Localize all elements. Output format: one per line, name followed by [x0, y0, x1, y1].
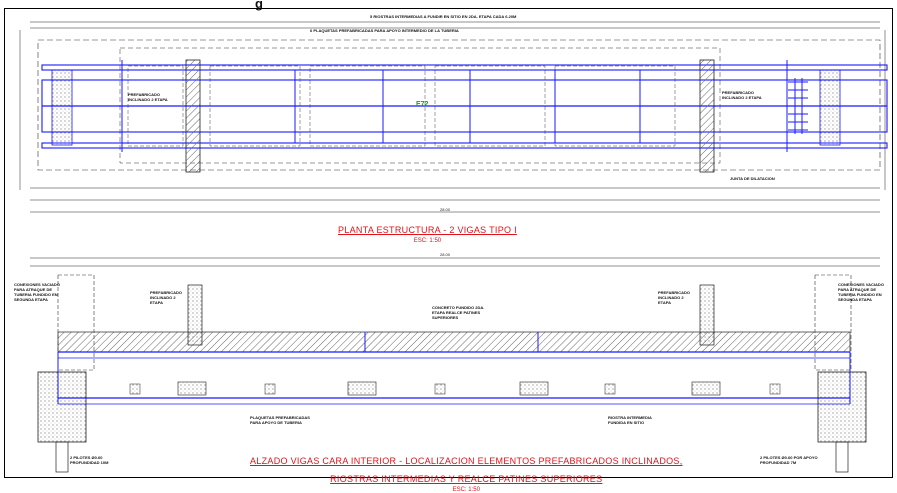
plan-total-dim: 28.00 [440, 207, 451, 212]
elev-pref-left: PREFABRICADO INCLINADO 2 ETAPA [150, 290, 183, 305]
plan-top-note-1: 5 RIOSTRAS INTERMEDIAS A FUNDIR EN SITIO… [370, 14, 517, 19]
plan-right-label: PREFABRICADO INCLINADO 2 ETAPA [722, 90, 762, 100]
plan-joint-label: JUNTA DE DILATACION [730, 176, 775, 181]
elev-pref-right: PREFABRICADO INCLINADO 2 ETAPA [658, 290, 691, 305]
plan-left-label: PREFABRICADO INCLINADO 2 ETAPA [128, 92, 168, 102]
document-header: g [0, 0, 897, 11]
plan-top-note-2: 6 PLAQUETAS PREFABRICADAS PARA APOYO INT… [310, 28, 459, 33]
elev-scale: ESC: 1:50 [452, 487, 480, 493]
drawing-canvas [19, 21, 888, 473]
elev-plaquetas-note: PLAQUETAS PREFABRICADAS PARA APOYO DE TU… [250, 415, 310, 425]
sheet-border [4, 8, 893, 478]
elev-title-block: ALZADO VIGAS CARA INTERIOR - LOCALIZACIO… [250, 451, 683, 493]
elev-pile-left: 2 PILOTES Ø0.60 PROFUNDIDAD 10M [70, 455, 109, 465]
elev-right-note: CONEXIONES VACIADO PARA ATRAQUE DE TUBER… [838, 282, 884, 302]
elev-total-dim: 28.00 [440, 252, 451, 257]
elev-title-line2: RIOSTRAS INTERMEDIAS Y REALCE PATINES SU… [330, 474, 603, 484]
elevation-view [30, 257, 880, 473]
elev-riostra-note: RIOSTRA INTERMEDIA FUNDIDA EN SITIO [608, 415, 652, 425]
plan-title-block: PLANTA ESTRUCTURA - 2 VIGAS TIPO I ESC: … [338, 220, 517, 244]
elev-title-line1: ALZADO VIGAS CARA INTERIOR - LOCALIZACIO… [250, 456, 683, 466]
elev-pile-right: 2 PILOTES Ø0.60 POR APOYO PROFUNDIDAD 7M [760, 455, 818, 465]
plan-center-tag: E72 [416, 101, 429, 108]
elev-left-note: CONEXIONES VACIADO PARA ATRAQUE DE TUBER… [14, 282, 60, 302]
plan-title: PLANTA ESTRUCTURA - 2 VIGAS TIPO I [338, 225, 517, 235]
elev-concrete-note: CONCRETO FUNDIDO 2DA. ETAPA REALCE PATIN… [432, 305, 485, 320]
header-text: g [255, 0, 263, 11]
plan-scale: ESC: 1:50 [413, 238, 442, 244]
plan-view [19, 21, 888, 213]
